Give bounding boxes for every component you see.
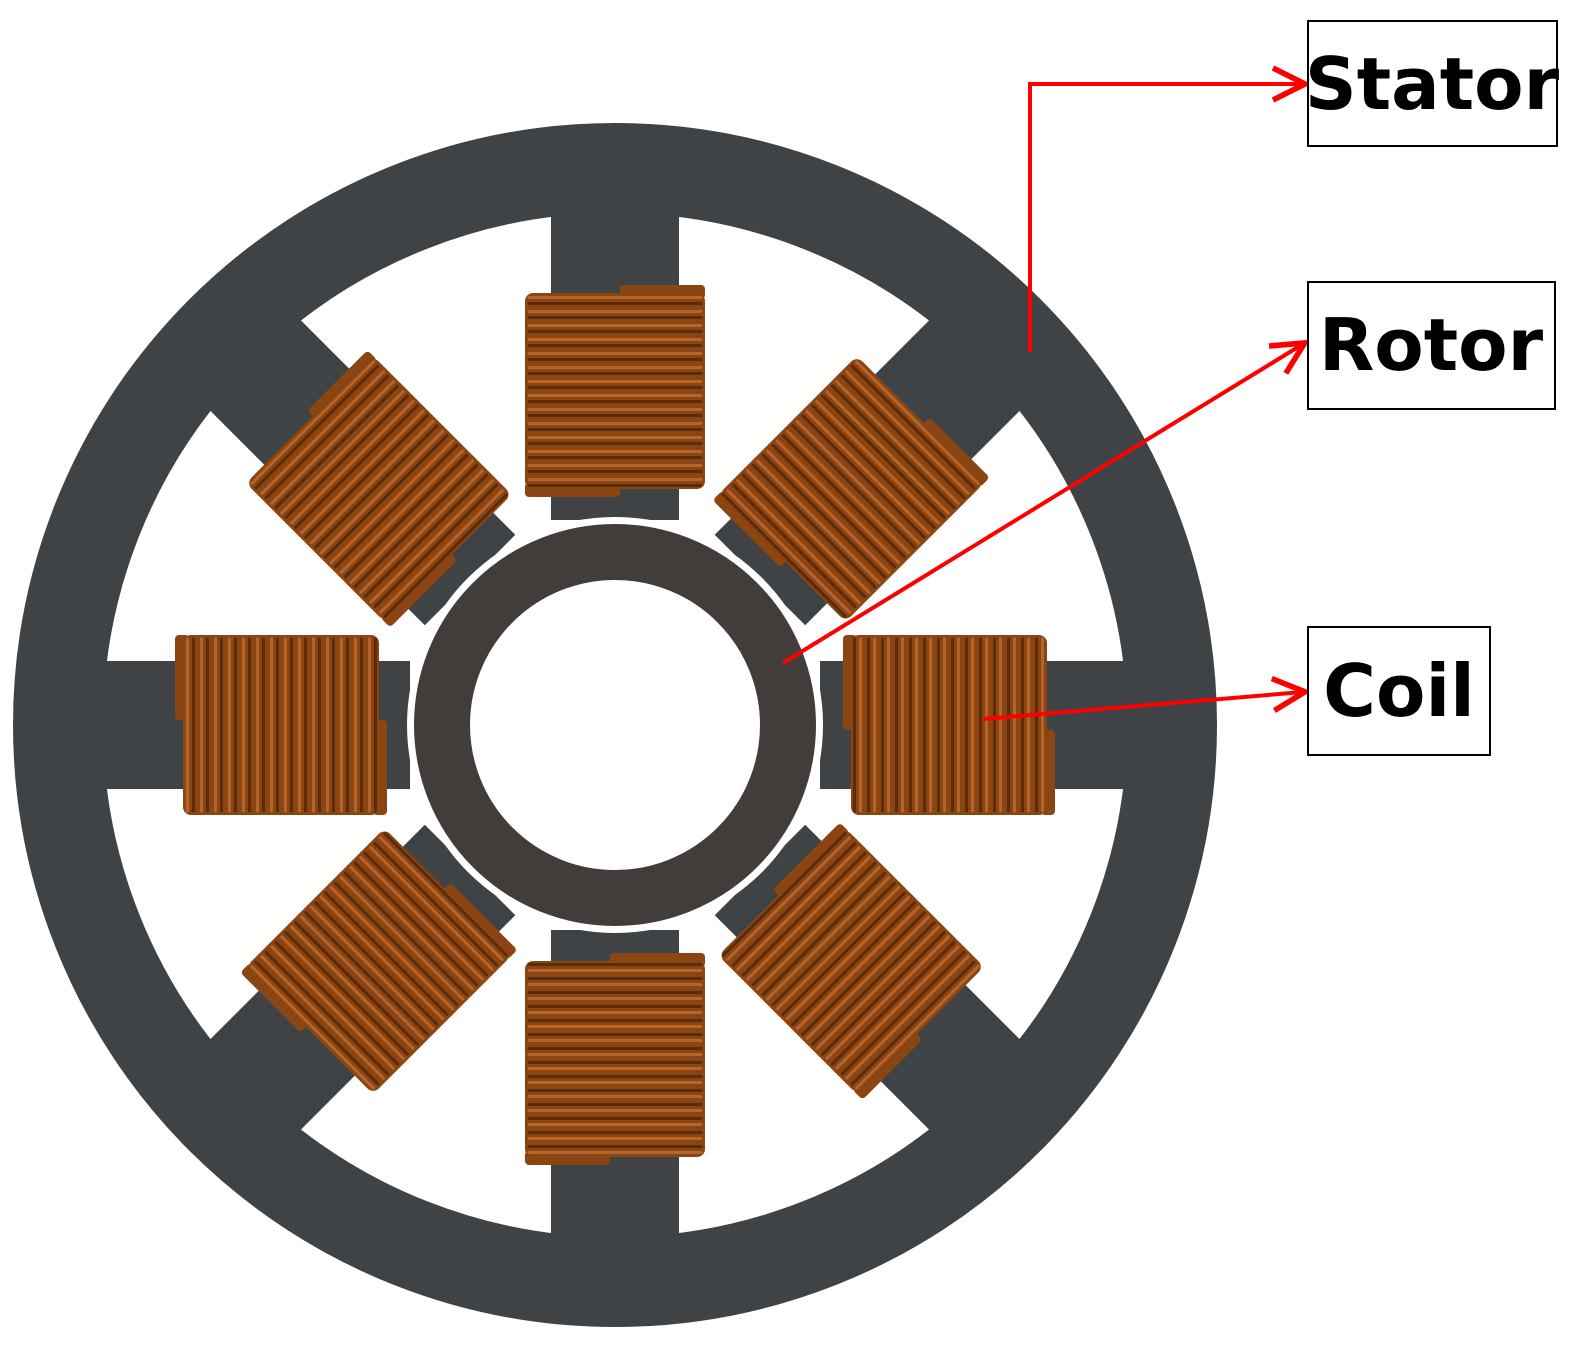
- rotor-ring: [414, 524, 816, 926]
- stator-label-box: Stator: [1305, 20, 1560, 147]
- coil: [721, 824, 981, 1099]
- coil: [843, 635, 1055, 815]
- stator-label: Stator: [1305, 42, 1560, 126]
- coil-pointer-arrow: [982, 692, 1303, 721]
- coils: [175, 285, 1055, 1165]
- coil: [175, 635, 387, 815]
- stator-ring: [13, 123, 1217, 1327]
- coil: [249, 351, 509, 626]
- coil: [241, 831, 516, 1091]
- coil: [525, 953, 705, 1165]
- stator-pointer-arrow: [1028, 84, 1303, 352]
- coil-label-box: Coil: [1307, 626, 1491, 756]
- rotor-label: Rotor: [1319, 303, 1544, 387]
- rotor-pointer-arrow: [781, 344, 1303, 665]
- rotor-label-box: Rotor: [1307, 281, 1556, 410]
- coil: [525, 285, 705, 497]
- coil: [714, 359, 989, 619]
- coil-label: Coil: [1323, 649, 1475, 733]
